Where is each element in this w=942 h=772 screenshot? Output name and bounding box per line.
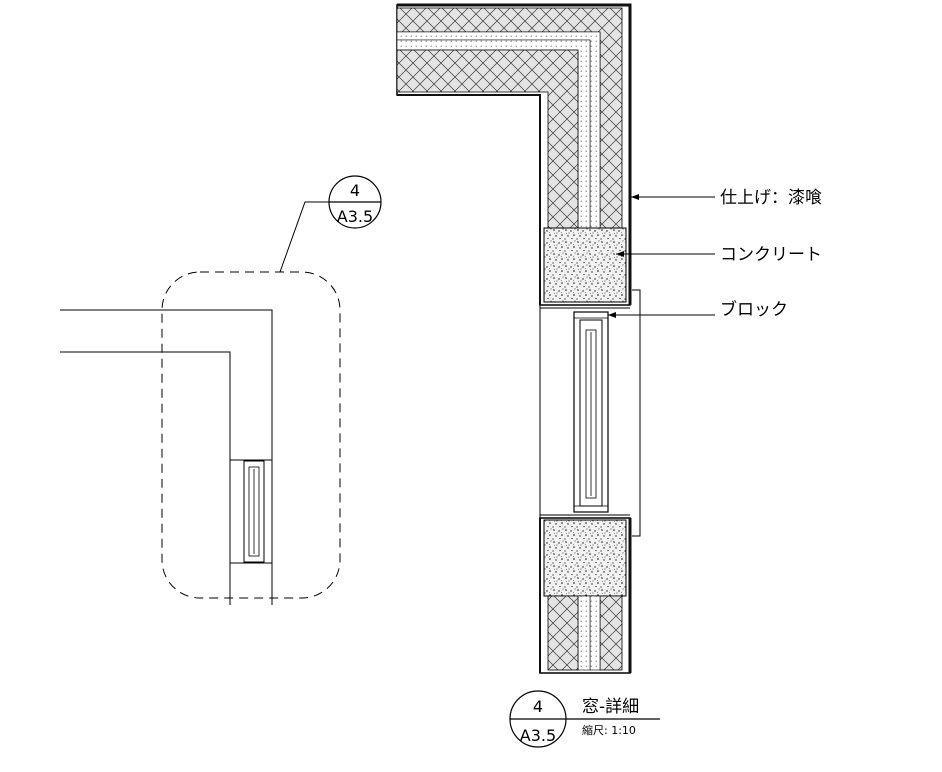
concrete-sill (543, 519, 627, 597)
wall-section-detail: 仕上げ：漆喰 コンクリート ブロック (396, 3, 822, 674)
label-block: ブロック (720, 299, 788, 320)
window-unit (539, 289, 641, 537)
lower-block-light (589, 595, 601, 671)
label-concrete: コンクリート (720, 245, 822, 265)
key-plan-inner-wall-line (60, 351, 231, 605)
key-plan-callout-sheet: A3.5 (337, 207, 373, 226)
upper-wall-assembly (396, 3, 632, 306)
title-callout-number: 4 (533, 697, 543, 716)
lower-insulation-inner (547, 595, 579, 671)
lower-wall-assembly (539, 517, 632, 674)
key-plan: 4 A3.5 (60, 175, 382, 605)
insulation-inner-layer (396, 49, 579, 229)
key-plan-window (230, 459, 272, 564)
detail-scale: 縮尺: 1:10 (582, 723, 636, 737)
lower-block-dotted (577, 595, 591, 671)
callout-leader-line (279, 201, 330, 273)
key-plan-callout-bubble: 4 A3.5 (328, 175, 382, 229)
detail-title-block: 4 A3.5 窓-詳細 縮尺: 1:10 (509, 690, 660, 748)
label-finish-plaster: 仕上げ：漆喰 (720, 188, 822, 208)
lower-insulation-outer (599, 595, 623, 671)
concrete-lintel (543, 227, 627, 303)
title-callout-sheet: A3.5 (520, 726, 556, 745)
key-plan-callout-number: 4 (350, 181, 360, 200)
plaster-finish-outer (397, 3, 632, 305)
exterior-trim-bracket (632, 289, 641, 537)
key-plan-outer-wall-line (60, 309, 273, 605)
plaster-finish-inner (397, 94, 541, 305)
detail-boundary-dashed (161, 271, 341, 599)
annotation-leaders (608, 194, 715, 318)
detail-title: 窓-詳細 (582, 697, 639, 717)
